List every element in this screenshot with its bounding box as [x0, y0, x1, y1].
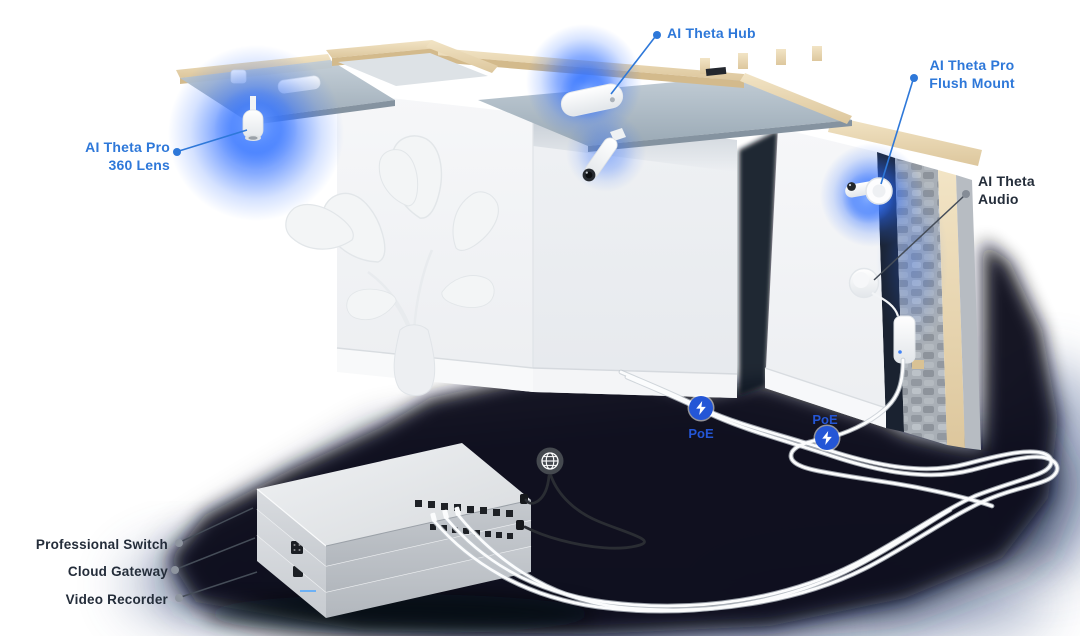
wood-blocks: [700, 46, 822, 77]
label-text: AI Theta Pro: [85, 139, 170, 155]
ai-theta-hub-device: [560, 83, 624, 117]
wall-junction-box: [893, 315, 916, 364]
recorder-led-strip: [300, 590, 316, 592]
label-ai-theta-pro-flush-mount: AI Theta Pro Flush Mount: [916, 56, 1028, 92]
label-cloud-gateway: Cloud Gateway: [18, 563, 168, 580]
baseboard-flush-wall: [765, 368, 886, 428]
label-text: Cloud Gateway: [67, 564, 168, 579]
flush-wall-assembly: [764, 116, 982, 450]
label-text: AI Theta Pro: [929, 57, 1015, 73]
status-led: [898, 350, 902, 354]
label-text: 360 Lens: [108, 157, 170, 173]
poe-lightning-icon: [689, 396, 713, 420]
label-text: AI Theta Hub: [667, 25, 756, 41]
label-text: Flush Mount: [929, 75, 1015, 91]
ai-theta-pro-360-lens-camera: [242, 96, 264, 141]
gateway-plug: [516, 520, 524, 530]
label-text: Professional Switch: [35, 537, 168, 552]
label-text: Audio: [978, 191, 1019, 207]
label-ai-theta-pro-360-lens: AI Theta Pro 360 Lens: [56, 138, 170, 174]
poe-lightning-icon: [815, 426, 839, 450]
ai-theta-audio-device: [848, 267, 880, 299]
switch-port-row: [415, 494, 528, 517]
internet-globe-icon: [536, 447, 564, 475]
leader-recorder: [177, 571, 258, 599]
ceiling-assembly: [412, 24, 852, 192]
label-professional-switch: Professional Switch: [18, 536, 168, 553]
wood-top-plate: [828, 116, 982, 166]
leader-360: [178, 129, 248, 152]
leader-switch: [177, 507, 254, 544]
tray-rail-front: [326, 40, 438, 58]
leader-audio: [873, 195, 965, 281]
camera-lens: [847, 182, 856, 191]
label-video-recorder: Video Recorder: [18, 591, 168, 608]
video-recorder-front: [257, 535, 326, 618]
callout-leaders: [171, 31, 970, 602]
plant: [278, 132, 510, 396]
professional-switch-front: [257, 489, 326, 566]
label-poe-2: PoE: [812, 412, 838, 427]
insulation-strip: [956, 175, 981, 450]
plant-vase: [393, 324, 436, 396]
leader-gateway: [173, 537, 256, 571]
ethernet-cables: [430, 360, 1057, 611]
ai-theta-pro-flush-mount-camera: [845, 177, 893, 205]
label-ai-theta-audio: AI Theta Audio: [978, 172, 1035, 208]
leader-flush: [880, 79, 914, 185]
leader-hub: [610, 36, 656, 95]
internet-cables: [523, 474, 646, 550]
tray-surface: [338, 53, 488, 86]
label-text: AI Theta: [978, 173, 1035, 189]
camera-lens: [248, 136, 258, 140]
tray-rail-right: [426, 40, 498, 73]
left-shelf-assembly: [168, 40, 498, 221]
professional-switch-top: [257, 443, 531, 546]
professional-switch-side: [326, 500, 531, 566]
wood-rail-right: [740, 73, 852, 124]
label-text: Video Recorder: [65, 592, 168, 607]
label-ai-theta-hub: AI Theta Hub: [667, 24, 756, 42]
label-poe-1: PoE: [688, 426, 714, 441]
